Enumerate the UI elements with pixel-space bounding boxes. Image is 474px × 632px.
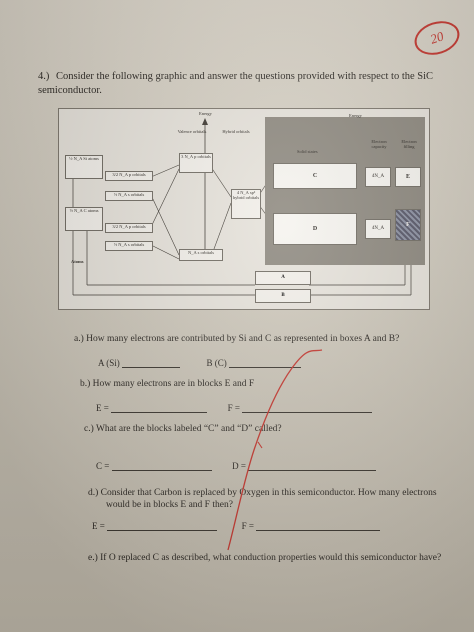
c-p-orbitals-box: 3/2 N_A p orbitals	[105, 223, 153, 233]
part-d-row: E = F =	[92, 520, 381, 531]
part-d-question-line2: would be in blocks E and F then?	[106, 500, 233, 510]
b-e-answer-blank[interactable]	[111, 402, 208, 413]
si-s-orbitals-box: ½ N_A s orbitals	[105, 191, 153, 201]
band-c: C	[273, 163, 357, 189]
d-answer-blank[interactable]	[248, 460, 377, 471]
si-p-orbitals-box: 3/2 N_A p orbitals	[105, 171, 153, 181]
diagram-lines	[72, 118, 412, 296]
d-e-label: E =	[92, 521, 105, 531]
c-answer-blank[interactable]	[111, 460, 212, 471]
b-c-label: B (C)	[206, 358, 227, 368]
solid-states-label: Solid states	[297, 149, 318, 154]
d-e-answer-blank[interactable]	[107, 520, 218, 531]
d-f-answer-blank[interactable]	[256, 520, 381, 531]
sic-band-diagram: Energy Valence orbitals Hybrid orbitals …	[58, 108, 430, 310]
capacity-d: 4N_A	[365, 219, 391, 239]
block-f: F	[395, 209, 421, 241]
part-a-row: A (Si) B (C)	[98, 357, 302, 368]
c-s-orbitals-box: ½ N_A s orbitals	[105, 241, 153, 251]
energy-label-left: Energy	[199, 111, 212, 116]
c-atoms-box: ½ N_A C atoms	[65, 207, 103, 231]
d-label: D =	[232, 461, 246, 471]
si-atoms-box: ½ N_A Si atoms	[65, 155, 103, 179]
electron-filling-label: Electron filling	[401, 139, 417, 149]
atoms-label: Atoms	[71, 259, 84, 264]
c-label: C =	[96, 461, 110, 471]
part-c-row: C = D =	[96, 460, 377, 471]
box-a: A	[255, 271, 311, 285]
b-c-answer-blank[interactable]	[229, 357, 302, 368]
part-a-question: a.) How many electrons are contributed b…	[74, 334, 400, 344]
a-si-label: A (Si)	[98, 358, 120, 368]
question-text: Consider the following graphic and answe…	[38, 71, 434, 96]
block-e: E	[395, 167, 421, 187]
band-d: D	[273, 213, 357, 245]
question-number: 4.)	[38, 71, 50, 82]
a-si-answer-blank[interactable]	[122, 357, 181, 368]
part-e-question: e.) If O replaced C as described, what c…	[88, 553, 442, 563]
electron-capacity-label: Electron capacity	[371, 139, 387, 149]
d-f-label: F =	[241, 521, 254, 531]
part-c-question: c.) What are the blocks labeled “C” and …	[84, 424, 282, 434]
b-f-label: F =	[227, 403, 240, 413]
part-b-question: b.) How many electrons are in blocks E a…	[80, 379, 255, 389]
p-orbitals-combined-box: 3 N_A p orbitals	[179, 153, 213, 173]
valence-orbitals-label: Valence orbitals	[177, 129, 207, 134]
part-d-question-line1: d.) Consider that Carbon is replaced by …	[88, 488, 437, 498]
question-heading: 4.) Consider the following graphic and a…	[38, 70, 458, 98]
energy-label-right: Energy	[349, 113, 362, 118]
capacity-c: 4N_A	[365, 167, 391, 187]
part-b-row: E = F =	[96, 402, 373, 413]
b-f-answer-blank[interactable]	[242, 402, 373, 413]
b-e-label: E =	[96, 403, 109, 413]
s-orbitals-combined-box: N_A s orbitals	[179, 249, 223, 261]
hybrid-orbitals-label: Hybrid orbitals	[222, 129, 250, 134]
box-b: B	[255, 289, 311, 303]
hybrid-orbitals-box: 4 N_A sp³ hybrid orbitals	[231, 189, 261, 219]
